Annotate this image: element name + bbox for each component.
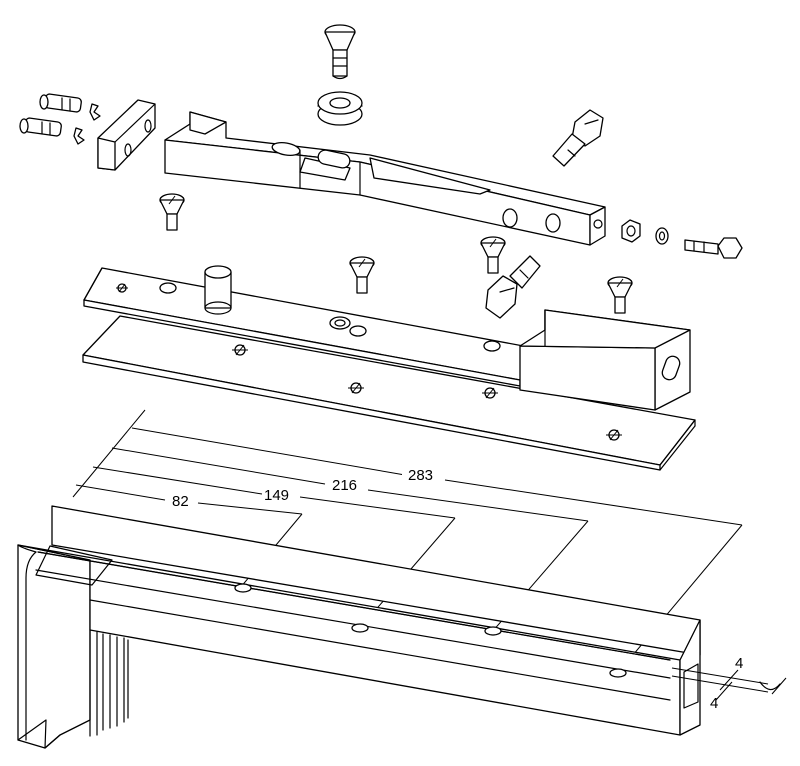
countersunk-hole [116, 283, 128, 293]
grooved-pin [39, 93, 82, 113]
mark-label-upper: 4 [735, 655, 743, 672]
hex-bolt [552, 109, 604, 167]
clamp-block [97, 99, 156, 171]
dimension-149: 149 [264, 487, 289, 504]
end-symbol-mark [671, 667, 787, 701]
hex-bolt [485, 255, 541, 319]
countersunk-hole [232, 344, 248, 356]
top-screw [324, 24, 356, 80]
mark-label-lower: 4 [710, 695, 718, 712]
middle-plate [83, 265, 546, 387]
hex-nut [621, 219, 641, 243]
hex-bolt [684, 237, 743, 259]
bushing [329, 316, 351, 330]
washer [317, 91, 363, 126]
grooved-pin [19, 117, 62, 137]
countersunk-hole [482, 387, 498, 399]
countersunk-hole [348, 382, 364, 394]
countersunk-screw [349, 256, 375, 294]
countersunk-screw [480, 236, 506, 274]
bottom-plate [82, 315, 696, 471]
end-box [519, 309, 691, 411]
dimension-216: 216 [332, 477, 357, 494]
lock-washer [655, 227, 669, 245]
locating-pin [204, 265, 232, 315]
dimension-lines [72, 409, 743, 675]
countersunk-screw [159, 193, 185, 231]
base-rail-extrusion [17, 505, 701, 749]
lever-arm [164, 111, 606, 246]
countersunk-hole [606, 429, 622, 441]
dimension-283: 283 [408, 467, 433, 484]
dimension-82: 82 [172, 493, 189, 510]
countersunk-screw [607, 276, 633, 314]
retaining-clip [73, 103, 101, 145]
